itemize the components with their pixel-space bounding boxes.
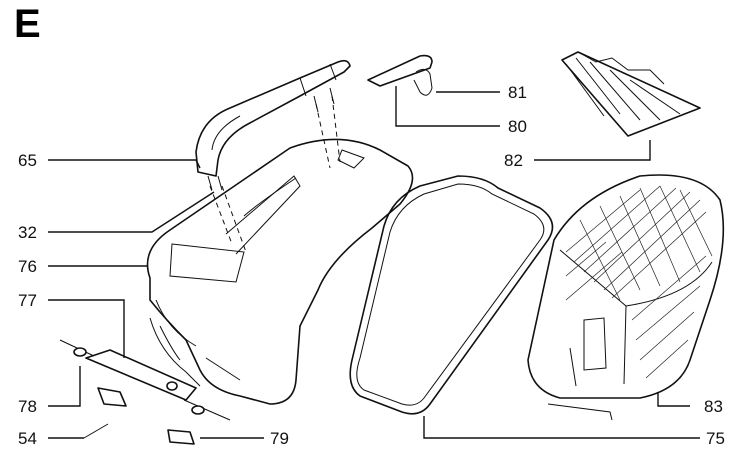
callout-75: 75: [706, 429, 725, 448]
bracket-part-77: [59, 339, 231, 421]
handle-part-65: [195, 59, 351, 177]
callout-54: 54: [18, 429, 37, 448]
leader-75: [423, 416, 700, 439]
wheel-holder-part-79: [167, 429, 195, 445]
leader-80: [395, 86, 500, 127]
pin-part-54: [83, 423, 109, 439]
leader-83: [657, 392, 690, 407]
leader-77: [48, 299, 125, 358]
callout-79: 79: [270, 429, 289, 448]
screw-dashed-paths: [207, 87, 341, 253]
callout-78: 78: [18, 397, 37, 416]
callout-81: 81: [508, 83, 527, 102]
clip-part-80: [367, 54, 433, 87]
callout-65: 65: [18, 151, 37, 170]
leader-65: [48, 159, 201, 169]
wheel-holder-part-78: [97, 387, 127, 407]
leader-82: [534, 140, 651, 161]
callout-76: 76: [18, 257, 37, 276]
spring-part-81: [413, 68, 433, 96]
section-letter: E: [14, 2, 41, 46]
rear-housing-part-76: [146, 138, 414, 405]
leader-78: [48, 366, 81, 407]
callout-32: 32: [18, 223, 37, 242]
leader-lines: [48, 86, 700, 439]
basket-part-83: [527, 174, 725, 421]
cover-part-82: [561, 51, 701, 137]
leader-32: [48, 191, 215, 233]
callout-83: 83: [704, 397, 723, 416]
frame-part-75: [349, 175, 554, 415]
callout-80: 80: [508, 117, 527, 136]
callout-labels: 65 32 76 77 78 54 79 75 83 82 80 81: [18, 83, 725, 448]
callout-77: 77: [18, 291, 37, 310]
callout-82: 82: [504, 151, 523, 170]
